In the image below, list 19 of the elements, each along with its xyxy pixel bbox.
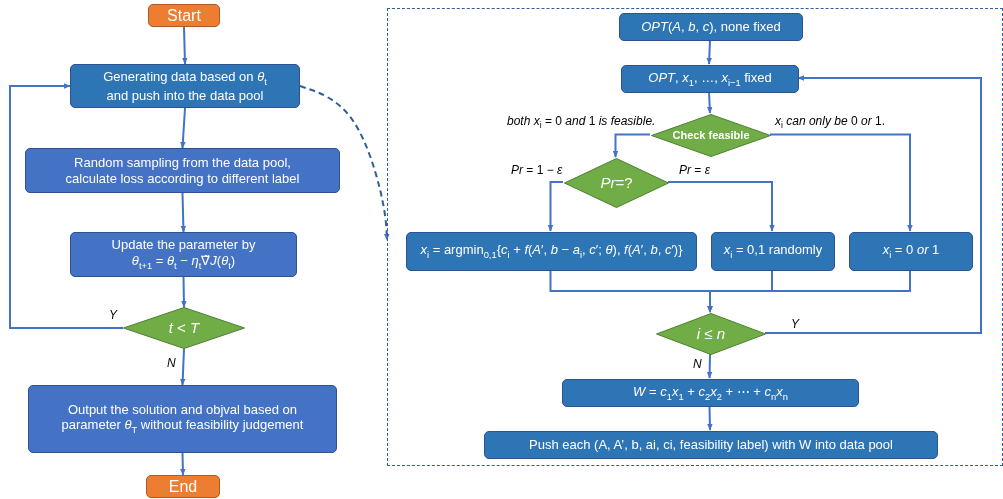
- decision-diamond: Pr=?: [564, 158, 669, 208]
- process-box: W = c$_{1}$x$_{1}$ + c$_{2}$x$_{2}$ + ⋯ + c$_{n}$x$_{n}$: [562, 379, 859, 407]
- process-box: Output the solution and objval based on parameter θ$_{T}$ without feasibility judgement: [28, 385, 337, 453]
- process-box: x$_{i}$ = 0 or 1: [849, 232, 973, 271]
- process-box: x$_{i}$ = argmin$_{0,1}${c$_{i}$ + f(A′, b − a$_{i}$, c′; θ), f(A′, b, c′)}: [406, 232, 697, 271]
- process-box: Random sampling from the data pool, calculate loss according to different label: [25, 148, 340, 193]
- process-box: Push each (A, A’, b, ai, ci, feasibility label) with W into data pool: [484, 431, 938, 459]
- decision-diamond: t < T: [123, 307, 245, 349]
- terminal-box: Start: [148, 4, 220, 27]
- process-box: x$_{i}$ = 0,1 randomly: [711, 232, 835, 271]
- edge-label: both x$_{i}$ = 0 and 1 is feasible.: [506, 115, 657, 131]
- edge-label: x$_{i}$ can only be 0 or 1.: [774, 115, 886, 131]
- decision-diamond: i ≤ n: [656, 313, 766, 355]
- process-box: OPT(A, b, c), none fixed: [619, 13, 803, 41]
- process-box: Update the parameter by θ$_{t+1}$ = θ$_{t}$ − η$_{t}$∇̃J(θ$_{t}$): [70, 232, 297, 277]
- terminal-box: End: [146, 475, 220, 498]
- process-box: Generating data based on θ$_{t}$ and push into the data pool: [70, 64, 300, 108]
- process-box: OPT, x$_{1}$, …, x$_{i−1}$ fixed: [621, 65, 799, 93]
- dashed-group-box: [387, 8, 1003, 466]
